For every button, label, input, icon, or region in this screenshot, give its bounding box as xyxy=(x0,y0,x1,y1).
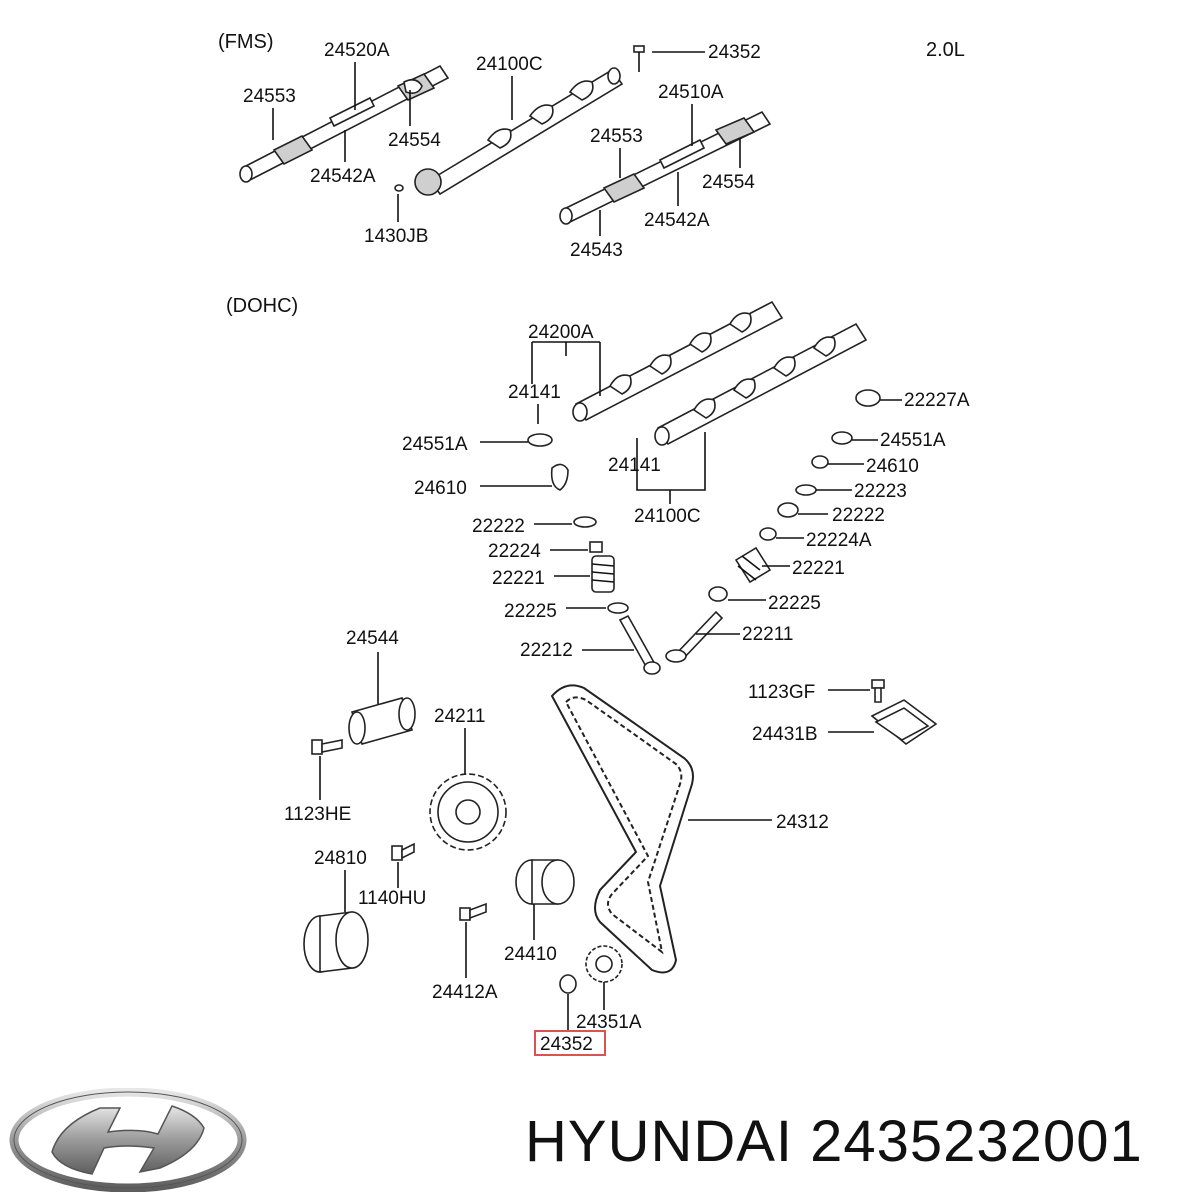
highlight-box xyxy=(534,1030,606,1056)
label-22224a: 22224A xyxy=(806,530,872,551)
label-24141-right: 24141 xyxy=(608,455,661,476)
label-1430jb: 1430JB xyxy=(364,226,428,247)
label-24543: 24543 xyxy=(570,240,623,261)
pin-1430jb xyxy=(394,184,404,192)
label-22224: 22224 xyxy=(488,541,541,562)
label-22212: 22212 xyxy=(520,640,573,661)
label-24554-mid: 24554 xyxy=(702,172,755,193)
washer-24352 xyxy=(559,974,577,994)
label-22227a: 22227A xyxy=(904,390,970,411)
lifter-24610-left xyxy=(550,463,569,491)
camshaft-intake xyxy=(572,300,784,422)
label-22222-left: 22222 xyxy=(472,516,525,537)
label-24510a: 24510A xyxy=(658,82,724,103)
cap-22224a xyxy=(759,527,777,541)
camshaft-fms xyxy=(414,67,624,196)
hyundai-logo-icon xyxy=(9,1088,247,1192)
spring-22221-right xyxy=(734,546,772,584)
label-24352-top: 24352 xyxy=(708,42,761,63)
label-24520a: 24520A xyxy=(324,40,390,61)
label-24610-right: 24610 xyxy=(866,456,919,477)
idler-24810 xyxy=(303,911,369,973)
retainer-22222-left xyxy=(573,516,597,528)
sprocket-24211 xyxy=(429,773,507,851)
label-22222-right: 22222 xyxy=(832,505,885,526)
label-24544: 24544 xyxy=(346,628,399,649)
tensioner-24410 xyxy=(515,859,575,905)
label-24553-top: 24553 xyxy=(243,86,296,107)
seat-22225-left xyxy=(607,602,629,614)
label-24412a: 24412A xyxy=(432,982,498,1003)
spring-22221-left xyxy=(591,555,615,593)
label-24610-left: 24610 xyxy=(414,478,467,499)
camshaft-exhaust xyxy=(654,322,868,446)
rocker-24551a-right xyxy=(831,431,853,445)
label-24100c-top: 24100C xyxy=(476,54,543,75)
label-24551a-right: 24551A xyxy=(880,430,946,451)
label-24542a-top: 24542A xyxy=(310,166,376,187)
label-22221-left: 22221 xyxy=(492,568,545,589)
label-22211: 22211 xyxy=(742,624,793,645)
label-22225-right: 22225 xyxy=(768,593,821,614)
shim-22227a xyxy=(855,389,881,407)
label-24553-mid: 24553 xyxy=(590,126,643,147)
label-24551a-left: 24551A xyxy=(402,434,468,455)
label-24141-left: 24141 xyxy=(508,382,561,403)
label-24431b: 24431B xyxy=(752,724,818,745)
label-24352-highlight: 24352 xyxy=(540,1034,593,1055)
label-22221-right: 22221 xyxy=(792,558,845,579)
lifter-24610-right xyxy=(811,455,829,469)
bolt-24352-top xyxy=(633,45,645,72)
label-1140hu: 1140HU xyxy=(358,888,426,909)
tube-24544 xyxy=(348,697,416,745)
rocker-24551a-left xyxy=(527,433,553,447)
collet-22224 xyxy=(589,541,603,553)
timing-belt-24312 xyxy=(550,684,694,974)
bolt-1140hu xyxy=(391,842,415,861)
bolt-24412a xyxy=(459,902,487,921)
label-24200a: 24200A xyxy=(528,322,594,343)
section-dohc: (DOHC) xyxy=(226,295,298,317)
sprocket-24351a xyxy=(585,945,623,983)
cover-24431b xyxy=(870,699,938,745)
retainer-22222-right xyxy=(777,502,799,518)
label-24810: 24810 xyxy=(314,848,367,869)
label-24554-top: 24554 xyxy=(388,130,441,151)
label-1123gf: 1123GF xyxy=(748,682,815,703)
collet-22223 xyxy=(795,484,817,496)
section-engine: 2.0L xyxy=(926,39,965,61)
label-24351a: 24351A xyxy=(576,1012,642,1033)
rocker-shaft-left xyxy=(239,64,450,183)
bolt-1123gf xyxy=(871,679,885,703)
label-24100c-dohc: 24100C xyxy=(634,506,701,527)
bolt-1123he xyxy=(311,739,343,755)
section-fms: (FMS) xyxy=(218,31,274,53)
seat-22225-right xyxy=(708,586,728,602)
label-24542a-mid: 24542A xyxy=(644,210,710,231)
label-1123he: 1123HE xyxy=(284,804,351,825)
label-24410: 24410 xyxy=(504,944,557,965)
label-22225-left: 22225 xyxy=(504,601,557,622)
label-22223: 22223 xyxy=(854,481,907,502)
rocker-shaft-right xyxy=(559,110,772,225)
label-24211: 24211 xyxy=(434,706,485,727)
label-24312: 24312 xyxy=(776,812,829,833)
part-number-footer: HYUNDAI 2435232001 xyxy=(525,1109,1143,1174)
